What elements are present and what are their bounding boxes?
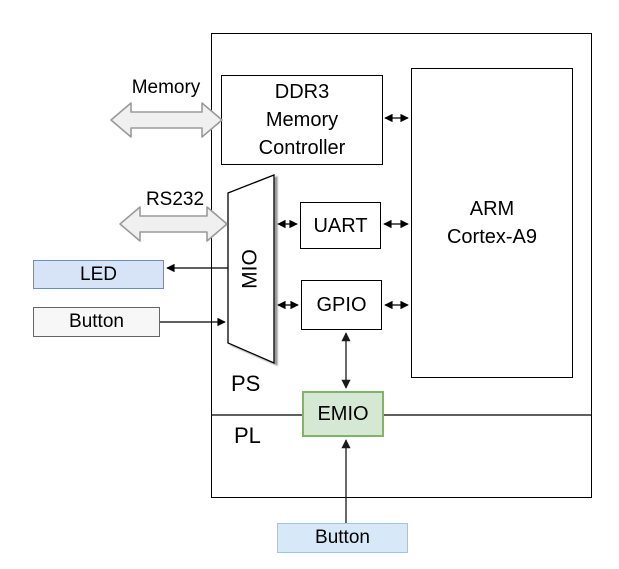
arm-cortex-a9-block: ARM Cortex-A9 [411,68,573,378]
memory-bus-arrow [110,102,223,138]
button-block-bottom: Button [277,523,408,553]
uart-block: UART [300,202,381,249]
led-block: LED [33,260,164,289]
pl-region-label: PL [234,423,261,448]
ddr3-controller-block: DDR3 Memory Controller [221,75,383,165]
rs232-bus-label: RS232 [145,189,205,210]
gpio-block: GPIO [301,280,382,330]
button-block-left: Button [33,307,160,337]
memory-bus-label: Memory [131,77,201,98]
emio-block: EMIO [302,391,384,437]
ps-region-label: PS [231,371,261,396]
